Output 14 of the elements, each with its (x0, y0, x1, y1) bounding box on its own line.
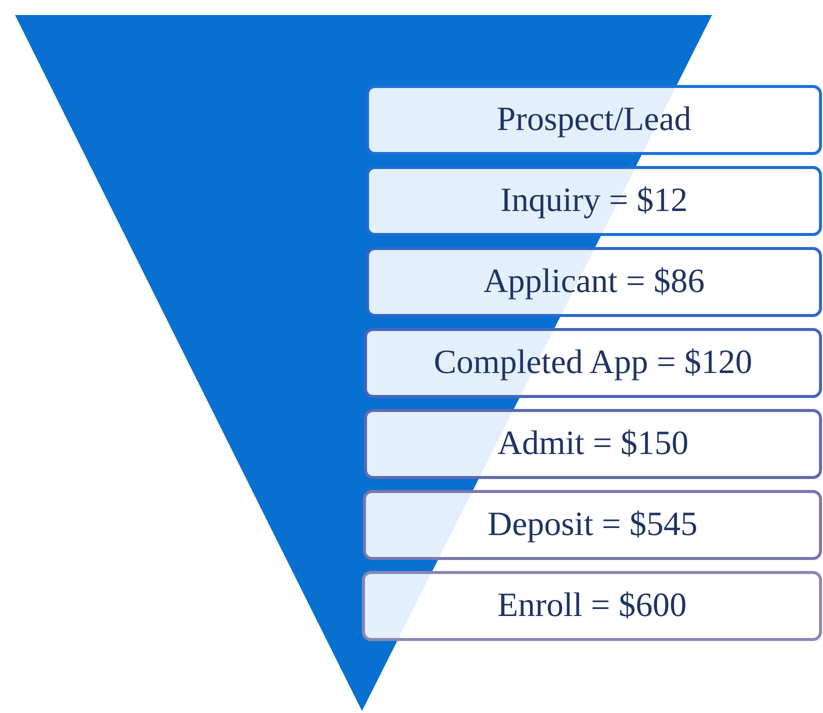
stage-label: Inquiry = $12 (500, 182, 688, 220)
stage-label: Deposit = $545 (488, 506, 698, 544)
stage-label: Applicant = $86 (483, 263, 705, 301)
stage-box (364, 409, 822, 479)
stage-label: Admit = $150 (497, 425, 689, 463)
stage-label: Completed App = $120 (434, 344, 752, 382)
stage-box (366, 247, 822, 317)
stage-box (366, 166, 822, 236)
stage-box (362, 571, 822, 641)
stage-label: Prospect/Lead (496, 101, 692, 139)
stage-box (363, 490, 822, 560)
stage-label: Enroll = $600 (497, 587, 687, 625)
stage-box (364, 328, 822, 398)
stage-box (366, 85, 822, 155)
